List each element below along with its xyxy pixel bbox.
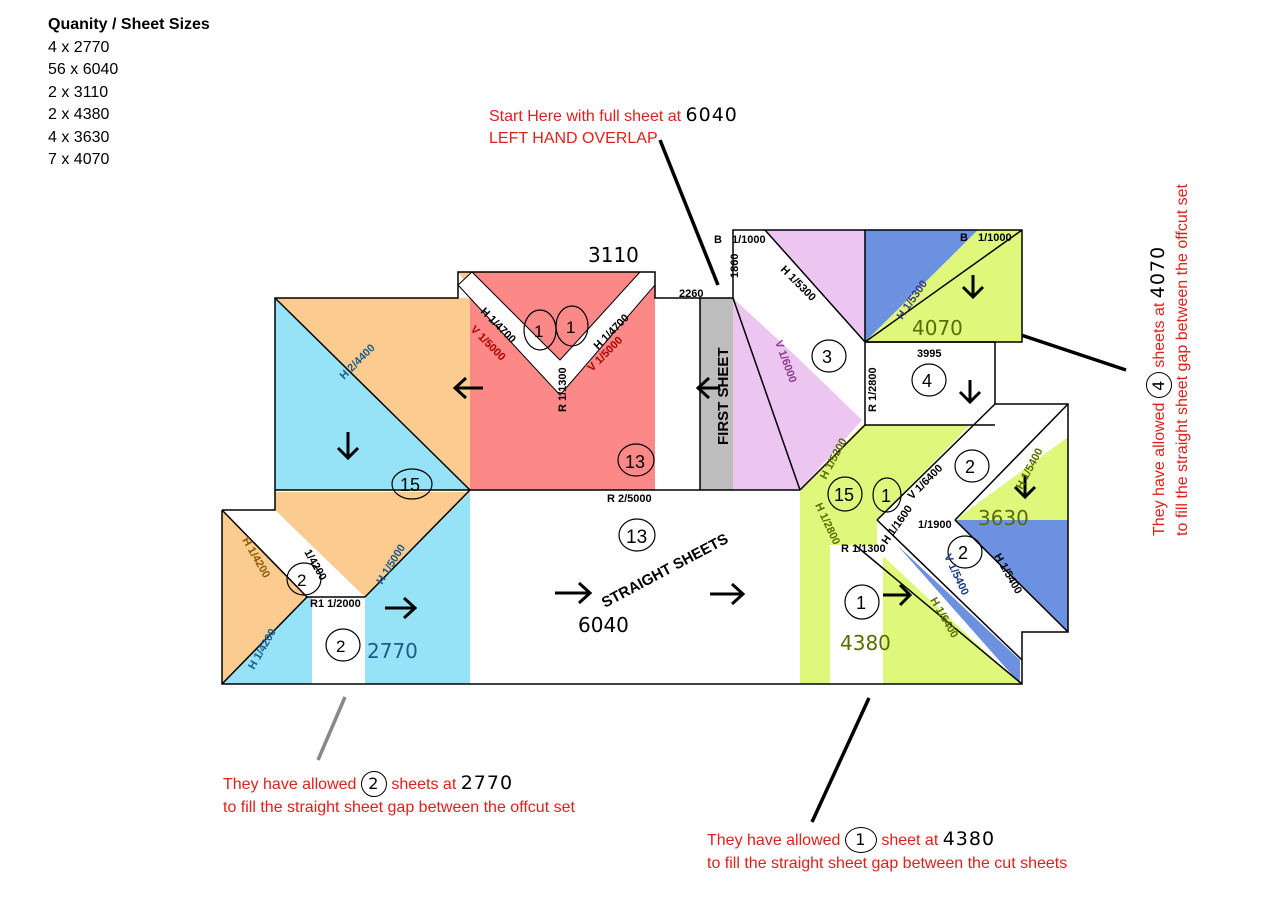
bottom-mid-note-value: 4380	[942, 828, 996, 850]
bottom-left-orange	[222, 510, 307, 684]
bottom-left-note-mid: sheets at	[391, 776, 457, 793]
navy-lower-bottom	[897, 545, 1020, 684]
blue-count: 15	[400, 475, 420, 495]
bottom-left-note-value: 2770	[460, 772, 514, 794]
bottom-mid-note-line2: to fill the straight sheet gap between t…	[707, 855, 1068, 872]
green-right-top	[955, 437, 1068, 520]
straight-sheets-count: 13	[626, 527, 647, 548]
left-lower-blue	[365, 492, 470, 684]
green-top-right	[865, 230, 995, 342]
label-r-1-2800: R 1/2800	[867, 367, 879, 412]
green-gap-white	[855, 545, 883, 684]
dim-1860: 1860	[729, 254, 741, 278]
left-lower-orange	[275, 492, 470, 597]
start-pointer-line	[658, 139, 720, 286]
straight-sheets-label: STRAIGHT SHEETS	[599, 530, 731, 611]
green-count: 15	[834, 485, 854, 505]
bottom-left-note-line2: to fill the straight sheet gap between t…	[223, 799, 575, 816]
dim-2260: 2260	[679, 288, 703, 300]
green-count-1b: 1	[856, 593, 866, 613]
green-top-right-ext	[995, 230, 1022, 342]
pink-lower	[733, 298, 862, 490]
red-circle-1b: 1	[566, 318, 575, 337]
left-circle-2a: 2	[297, 571, 306, 590]
value-3110: 3110	[588, 243, 639, 267]
legend-title: Quanity / Sheet Sizes	[48, 16, 210, 33]
legend-row: 56 x 6040	[48, 61, 119, 78]
left-circle-2b: 2	[336, 637, 345, 656]
value-4070: 4070	[912, 316, 963, 340]
barge-b1: B	[714, 234, 722, 246]
label-r-2-5000: R 2/5000	[607, 493, 652, 505]
bottom-mid-pointer-line	[810, 697, 871, 823]
white-count-4: 4	[922, 371, 932, 391]
start-note-line1: Start Here with full sheet at	[489, 108, 682, 125]
red-circle-1a: 1	[534, 322, 543, 341]
legend-row: 4 x 3630	[48, 128, 110, 146]
label-r-1-1300: R 1/1300	[557, 367, 569, 412]
straight-sheets-value: 6040	[578, 613, 629, 637]
label-1-1900: 1/1900	[918, 519, 952, 531]
legend-row: 4 x 2770	[48, 38, 110, 56]
bottom-left-note-pre: They have allowed	[223, 776, 357, 793]
legend-row: 2 x 4380	[48, 106, 110, 123]
bottom-left-blue	[222, 597, 312, 684]
bottom-mid-note-mid: sheet at	[881, 832, 939, 849]
direction-arrows	[336, 275, 1037, 620]
value-2770: 2770	[367, 639, 418, 663]
bottom-left-pointer-line	[316, 696, 347, 761]
bottom-mid-note-pre: They have allowed	[707, 832, 841, 849]
dim-3995: 3995	[917, 348, 941, 360]
green-lower-left	[800, 425, 970, 684]
count-circles	[286, 305, 990, 662]
white-count-2a: 2	[965, 457, 975, 477]
start-note: Start Here with full sheet at 6040 LEFT …	[489, 104, 738, 150]
start-note-line2: LEFT HAND OVERLAP	[489, 130, 658, 147]
green-count-1a: 1	[881, 486, 891, 506]
barge-b2-value: 1/1000	[978, 232, 1012, 244]
barge-b1-value: 1/1000	[732, 234, 766, 246]
bottom-left-note: They have allowed 2 sheets at 2770 to fi…	[223, 771, 575, 819]
value-4380: 4380	[840, 631, 891, 655]
legend-row: 7 x 4070	[48, 151, 110, 168]
white-count-2b: 2	[958, 543, 968, 563]
green-lower-bottom	[883, 556, 1020, 684]
label-r-1-1300b: R 1/1300	[841, 543, 886, 555]
barge-b2: B	[960, 232, 968, 244]
bottom-mid-note: They have allowed 1 sheet at 4380 to fil…	[707, 827, 1067, 875]
roof-outline	[221, 229, 1069, 685]
start-note-value: 6040	[685, 104, 738, 126]
first-sheet-label: FIRST SHEET	[715, 347, 732, 445]
label-r1-1-2000: R1 1/2000	[310, 598, 361, 610]
sheet-size-legend: Quanity / Sheet Sizes 4 x 2770 56 x 6040…	[48, 14, 210, 172]
value-3630: 3630	[978, 506, 1029, 530]
red-count: 13	[625, 452, 645, 472]
legend-row: 2 x 3110	[48, 83, 109, 101]
right-pointer-line	[1011, 330, 1127, 372]
pink-count: 3	[822, 347, 832, 367]
